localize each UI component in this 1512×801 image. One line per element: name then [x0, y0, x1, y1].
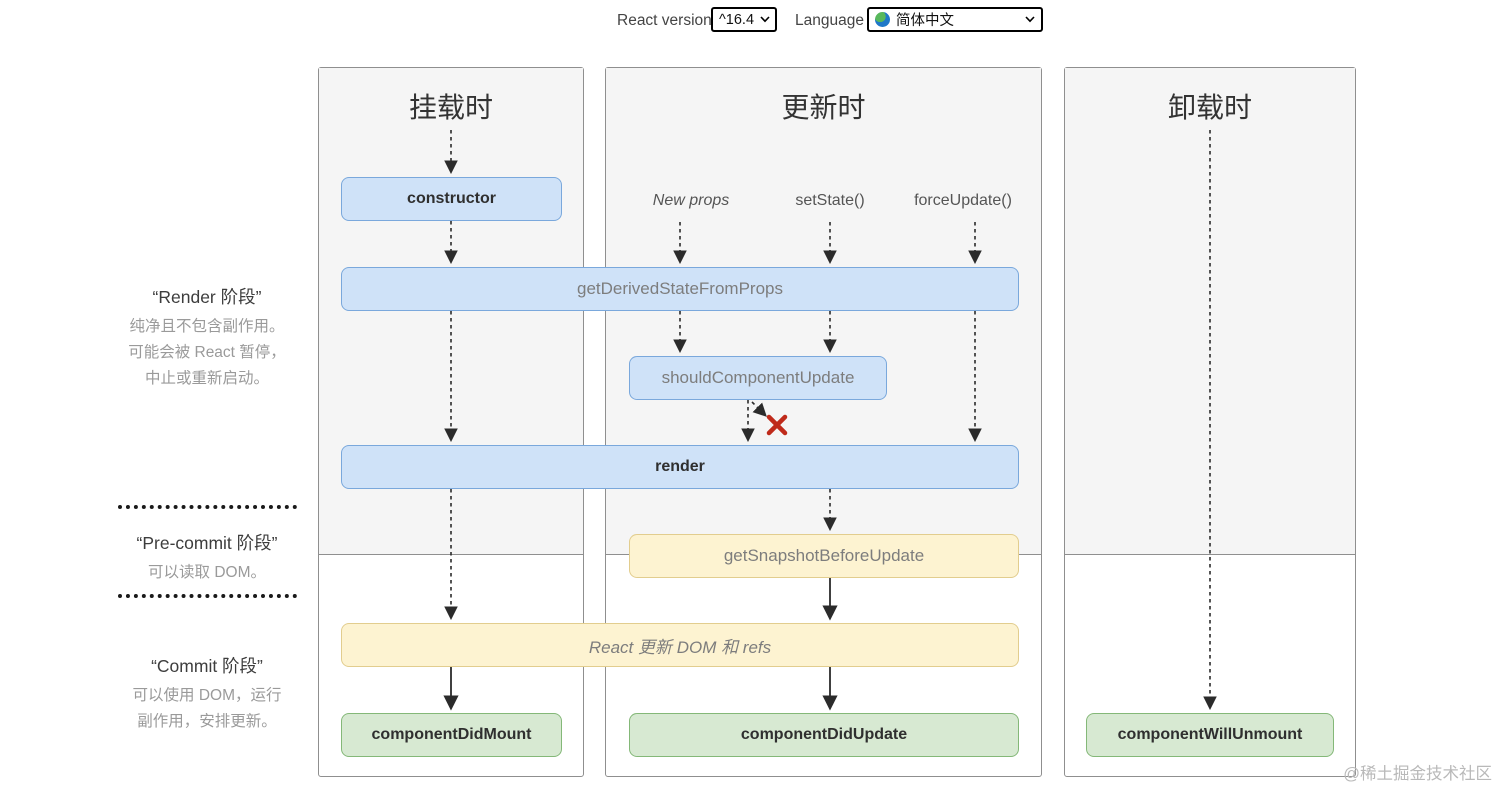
- column-title-updating: 更新时: [781, 92, 866, 123]
- trigger-set-state: setState(): [795, 192, 865, 209]
- render-phase-line: 纯净且不包含副作用。: [129, 318, 285, 335]
- column-unmounting: 卸载时: [1064, 67, 1356, 777]
- column-mounting: 挂载时: [318, 67, 584, 777]
- unmounting-render-phase-region: [1065, 68, 1355, 555]
- node-getderivedstatefromprops[interactable]: getDerivedStateFromProps: [341, 267, 1019, 311]
- column-updating: 更新时: [605, 67, 1042, 777]
- node-shouldcomponentupdate[interactable]: shouldComponentUpdate: [629, 356, 887, 400]
- language-label: Language: [795, 12, 864, 29]
- render-phase-title: “Render 阶段”: [152, 287, 262, 307]
- phase-divider: [118, 594, 297, 598]
- language-value: 简体中文: [896, 13, 954, 29]
- react-version-value: ^16.4: [719, 11, 755, 28]
- commit-phase-line: 副作用，安排更新。: [137, 713, 277, 730]
- commit-phase-title: “Commit 阶段”: [151, 656, 263, 676]
- render-phase-line: 可能会被 React 暂停，: [128, 344, 286, 361]
- node-componentdidmount[interactable]: componentDidMount: [341, 713, 562, 757]
- chevron-down-icon: [760, 16, 770, 23]
- node-react-updates-dom: React 更新 DOM 和 refs: [341, 623, 1019, 667]
- trigger-force-update: forceUpdate(): [914, 192, 1012, 209]
- node-componentdidupdate[interactable]: componentDidUpdate: [629, 713, 1019, 757]
- chevron-down-icon: [1025, 16, 1035, 23]
- pre-commit-phase-line: 可以读取 DOM。: [148, 564, 266, 581]
- globe-icon: [875, 12, 890, 27]
- commit-phase-line: 可以使用 DOM，运行: [132, 687, 282, 704]
- node-constructor[interactable]: constructor: [341, 177, 562, 221]
- phase-divider: [118, 505, 297, 509]
- trigger-new-props: New props: [652, 192, 730, 209]
- language-select[interactable]: 简体中文: [867, 7, 1043, 32]
- column-title-unmounting: 卸载时: [1167, 92, 1252, 123]
- watermark: @稀土掘金技术社区: [1343, 765, 1492, 783]
- node-componentwillunmount[interactable]: componentWillUnmount: [1086, 713, 1334, 757]
- render-phase-line: 中止或重新启动。: [144, 370, 269, 387]
- pre-commit-phase-title: “Pre-commit 阶段”: [136, 533, 278, 553]
- react-version-select[interactable]: ^16.4: [711, 7, 777, 32]
- node-getsnapshotbeforeupdate[interactable]: getSnapshotBeforeUpdate: [629, 534, 1019, 578]
- column-title-mounting: 挂载时: [408, 92, 493, 123]
- node-render[interactable]: render: [341, 445, 1019, 489]
- react-version-label: React version: [617, 12, 712, 29]
